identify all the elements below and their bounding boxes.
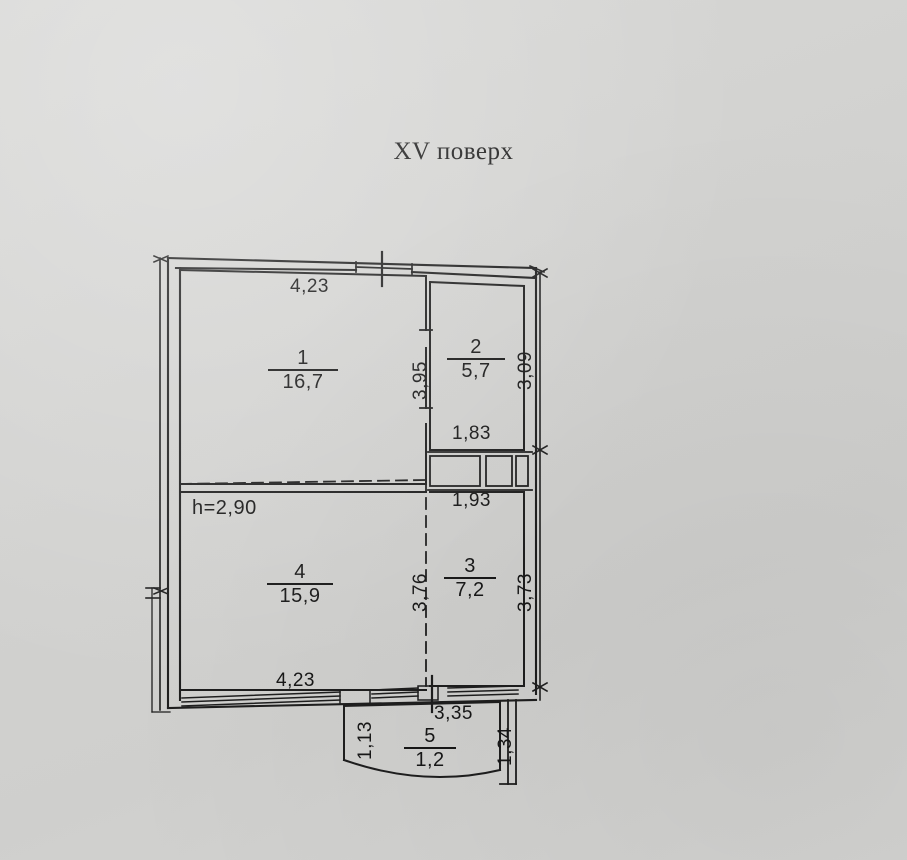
- bottom-window-room3: [447, 685, 519, 697]
- niche-boxes: [427, 451, 533, 491]
- dimension-niche-row: 1,93: [452, 490, 491, 511]
- dashed-division-lines: [179, 479, 427, 687]
- room-area: 7,2: [455, 579, 485, 601]
- room-label-5: 5 1,2: [404, 726, 456, 770]
- dimension-room1-right: 3,95: [410, 361, 431, 400]
- dimension-balcony-right: 1,34: [495, 727, 516, 766]
- ceiling-height-label: h=2,90: [192, 497, 257, 519]
- dimension-room2-bottom: 1,83: [452, 423, 491, 444]
- dimension-bottom-room4: 4,23: [276, 670, 315, 691]
- room-number: 5: [404, 726, 456, 749]
- outer-wall: [166, 256, 538, 710]
- dimension-room4-right: 3,76: [410, 573, 431, 612]
- left-outer-edge: [151, 261, 171, 713]
- bottom-window-room4: [181, 689, 371, 707]
- balcony-outer-rail: [499, 699, 517, 785]
- dimension-balcony-left: 1,13: [355, 721, 376, 760]
- dimension-room3-right: 3,73: [515, 573, 536, 612]
- top-right-corner-tick: [528, 264, 546, 274]
- bottom-window-middle: [371, 685, 439, 701]
- room-area: 15,9: [279, 585, 321, 607]
- room-number: 4: [267, 562, 333, 585]
- balcony-walls: [342, 700, 502, 779]
- room-label-3: 3 7,2: [444, 556, 496, 600]
- room-area: 5,7: [461, 360, 491, 382]
- room-number: 1: [268, 348, 338, 371]
- room-number: 2: [447, 337, 505, 360]
- dimension-room2-right: 3,09: [515, 351, 536, 390]
- room-2-walls: [428, 280, 526, 451]
- right-dimension-line: [531, 267, 549, 701]
- top-window: [355, 261, 413, 275]
- room-label-4: 4 15,9: [267, 562, 333, 606]
- page-title: XV поверх: [393, 138, 514, 165]
- room-area: 16,7: [282, 371, 324, 393]
- room-number: 3: [444, 556, 496, 579]
- dimension-top-room1: 4,23: [290, 276, 329, 297]
- room-label-2: 2 5,7: [447, 337, 505, 381]
- dimension-balcony-bottom: 3,35: [434, 703, 473, 724]
- left-dimension-line: [145, 254, 170, 711]
- room-area: 1,2: [415, 749, 445, 771]
- room-label-1: 1 16,7: [268, 348, 338, 392]
